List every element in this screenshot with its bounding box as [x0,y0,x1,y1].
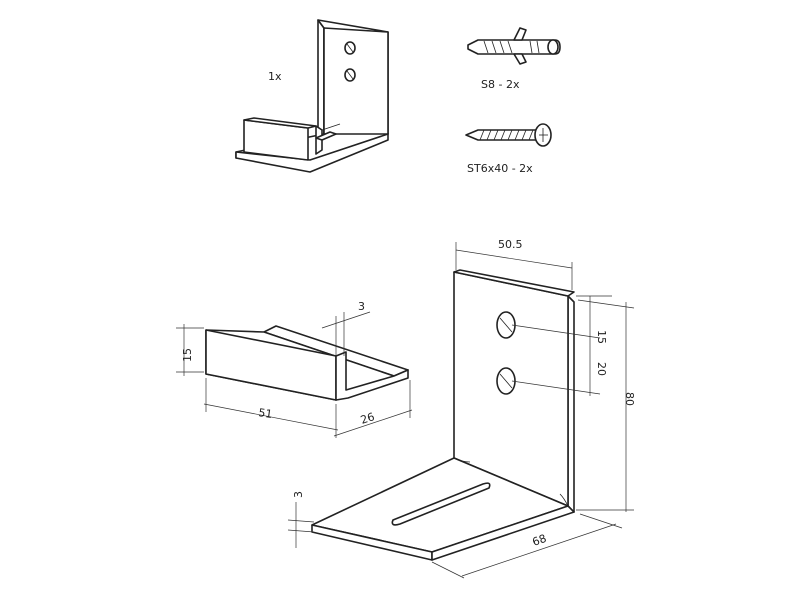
main-l-bracket [311,269,575,561]
dim-hole-gap: 20 [595,362,608,376]
guide-channel-part [205,325,409,401]
screw-label: ST6x40 - 2x [467,162,533,175]
dim-base-thickness: 3 [292,491,305,498]
wall-plug-label: S8 - 2x [481,78,520,91]
dim-guide-length: 51 [258,406,274,421]
dim-guide-depth: 26 [359,410,376,427]
guide-dimension-lines [176,311,413,438]
dim-height: 80 [623,392,636,406]
dim-guide-height: 15 [181,348,194,362]
screw-icon [465,123,552,147]
dim-hole-top: 15 [595,330,608,344]
bracket-dimension-lines [287,242,635,579]
dim-guide-thickness: 3 [358,300,365,313]
wall-plug-icon [467,27,561,65]
bracket-assembly-small [235,19,389,173]
dim-width-top: 50.5 [498,238,523,251]
bracket-quantity-label: 1x [268,70,282,83]
dim-depth: 68 [531,532,549,549]
